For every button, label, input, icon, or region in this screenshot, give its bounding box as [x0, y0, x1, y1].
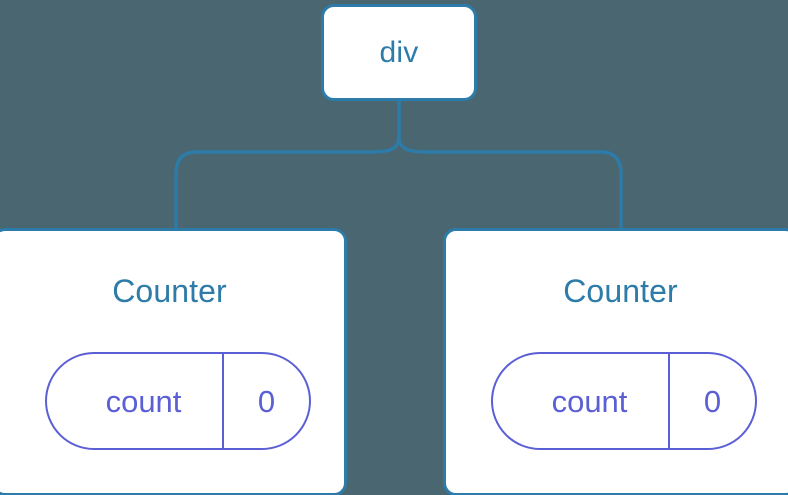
- node-counter-2-label: Counter: [563, 273, 678, 309]
- state-key-1: count: [105, 383, 182, 419]
- state-divider-1: [222, 354, 224, 448]
- state-value-1: 0: [257, 383, 276, 419]
- state-divider-2: [668, 354, 670, 448]
- node-counter-2[interactable]: Counter count 0: [443, 228, 788, 495]
- edge-root-to-children: [174, 99, 401, 232]
- node-counter-1[interactable]: Counter count 0: [0, 228, 347, 495]
- state-key-2: count: [551, 383, 628, 419]
- state-pill-2[interactable]: count 0: [491, 352, 757, 450]
- state-value-2: 0: [703, 383, 722, 419]
- node-div-label: div: [379, 35, 419, 69]
- state-pill-1[interactable]: count 0: [45, 352, 311, 450]
- node-counter-1-label: Counter: [112, 273, 227, 309]
- node-div[interactable]: div: [321, 4, 477, 101]
- edge-root-to-child-right: [397, 99, 623, 232]
